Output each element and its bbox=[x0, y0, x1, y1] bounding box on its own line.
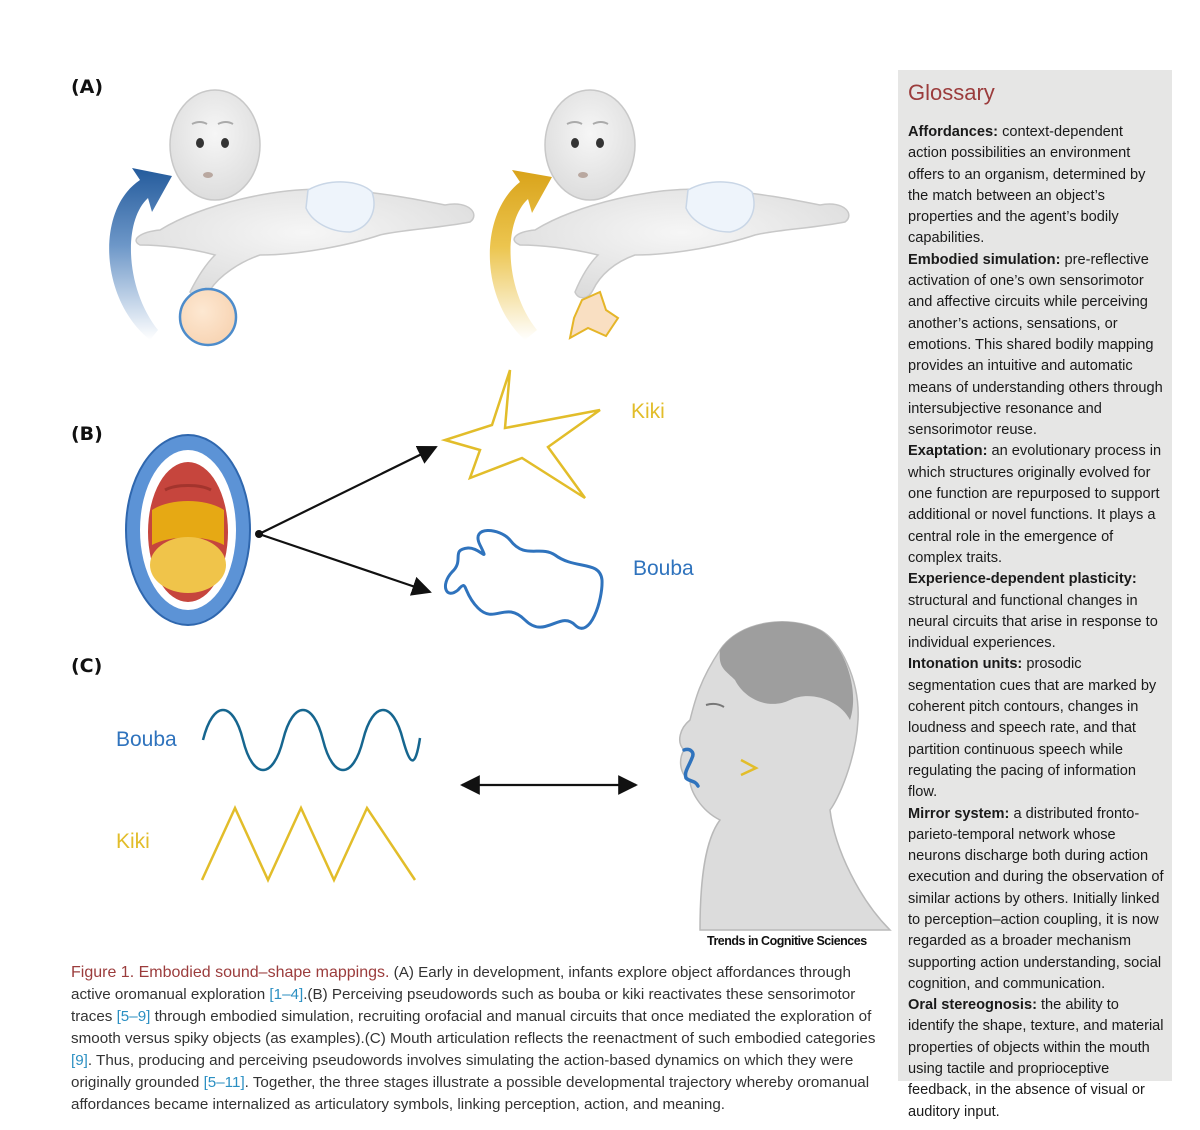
figure-illustration bbox=[109, 89, 892, 931]
caption-title: Figure 1. Embodied sound–shape mappings. bbox=[71, 964, 390, 981]
caption-text: (A) Early in development, infants explor… bbox=[71, 964, 851, 1003]
yellow-curved-arrow bbox=[489, 170, 552, 340]
glossary-entry: Mirror system: a distributed fronto-pari… bbox=[908, 804, 1164, 996]
baby-with-ball bbox=[109, 89, 475, 347]
baby-with-spiky-object bbox=[489, 89, 850, 340]
glossary-entry: Embodied simulation: pre-reflective acti… bbox=[908, 250, 1164, 442]
citation-link[interactable]: [5–9] bbox=[116, 1008, 151, 1025]
arrow-to-kiki bbox=[258, 445, 438, 535]
blue-curved-arrow bbox=[109, 168, 172, 340]
spiky-object bbox=[568, 290, 620, 340]
caption-text: through embodied simulation, recruiting … bbox=[71, 1008, 876, 1047]
kiki-word-c: Kiki bbox=[116, 830, 150, 853]
citation-link[interactable]: [9] bbox=[71, 1052, 88, 1069]
glossary-entry: Experience-dependent plasticity: structu… bbox=[908, 569, 1164, 654]
bouba-word-b: Bouba bbox=[633, 557, 694, 580]
kiki-word-b: Kiki bbox=[631, 400, 665, 423]
open-mouth bbox=[125, 434, 251, 626]
glossary-entry: Affordances: context-dependent action po… bbox=[908, 122, 1164, 250]
glossary-definition: the ability to identify the shape, textu… bbox=[908, 997, 1164, 1120]
arrow-to-bouba bbox=[258, 532, 432, 596]
bouba-sine-wave bbox=[201, 708, 422, 772]
glossary-definition: context-dependent action possibilities a… bbox=[908, 124, 1146, 247]
round-ball bbox=[178, 287, 238, 347]
glossary-term: Affordances: bbox=[908, 124, 999, 140]
kiki-star-shape bbox=[440, 369, 601, 500]
caption-text: .(B) Perceiving pseudowords such as boub… bbox=[71, 986, 856, 1025]
glossary-term: Oral stereognosis: bbox=[908, 997, 1037, 1014]
glossary-definition: an evolutionary process in which structu… bbox=[908, 443, 1162, 566]
figure-caption: Figure 1. Embodied sound–shape mappings.… bbox=[71, 962, 883, 1116]
glossary-term: Mirror system: bbox=[908, 805, 1010, 822]
glossary-term: Intonation units: bbox=[908, 656, 1023, 673]
glossary-definition: pre-reflective activation of one’s own s… bbox=[908, 251, 1163, 439]
kiki-zigzag-wave bbox=[200, 804, 417, 884]
bouba-word-c: Bouba bbox=[116, 728, 177, 751]
glossary-definition: a distributed fronto-parieto-temporal ne… bbox=[908, 805, 1164, 992]
citation-link[interactable]: [1–4] bbox=[269, 986, 304, 1003]
head-profile bbox=[679, 621, 892, 931]
journal-brand: Trends in Cognitive Sciences bbox=[707, 934, 867, 948]
glossary-entry: Exaptation: an evolutionary process in w… bbox=[908, 441, 1164, 569]
panel-b-label: (B) bbox=[71, 423, 103, 445]
panel-c-label: (C) bbox=[71, 655, 103, 677]
citation-link[interactable]: [5–11] bbox=[203, 1074, 245, 1091]
glossary-entry: Intonation units: prosodic segmentation … bbox=[908, 654, 1164, 803]
glossary-term: Experience-dependent plasticity: bbox=[908, 571, 1137, 588]
glossary-definition: prosodic segmentation cues that are mark… bbox=[908, 656, 1157, 801]
caption-text: . Thus, producing and perceiving pseudow… bbox=[71, 1052, 854, 1091]
glossary-term: Exaptation: bbox=[908, 443, 988, 460]
bouba-blob-shape bbox=[443, 529, 604, 630]
glossary-definition: structural and functional changes in neu… bbox=[908, 592, 1158, 652]
glossary-entry: Oral stereognosis: the ability to identi… bbox=[908, 995, 1164, 1123]
glossary-title: Glossary bbox=[908, 80, 995, 105]
panel-a-label: (A) bbox=[71, 76, 104, 98]
glossary-box: Glossary Affordances: context-dependent … bbox=[898, 70, 1172, 1120]
glossary-term: Embodied simulation: bbox=[908, 251, 1061, 268]
caption-text: . Together, the three stages illustrate … bbox=[71, 1074, 870, 1113]
